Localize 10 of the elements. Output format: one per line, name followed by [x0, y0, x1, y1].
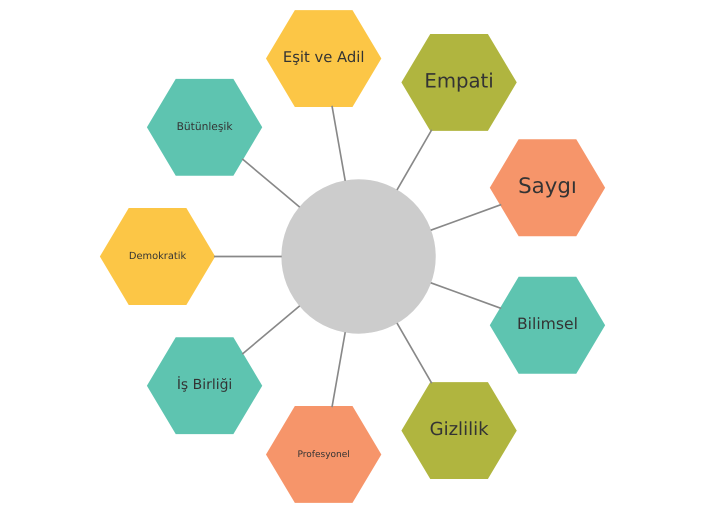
node-circle: [281, 179, 436, 334]
connector: [242, 158, 300, 208]
connector: [396, 129, 432, 190]
connector: [214, 256, 282, 258]
connector: [430, 282, 502, 310]
connector: [242, 305, 300, 355]
connector: [331, 106, 346, 181]
connector: [331, 332, 346, 408]
connector: [430, 204, 502, 231]
connector: [396, 322, 432, 384]
